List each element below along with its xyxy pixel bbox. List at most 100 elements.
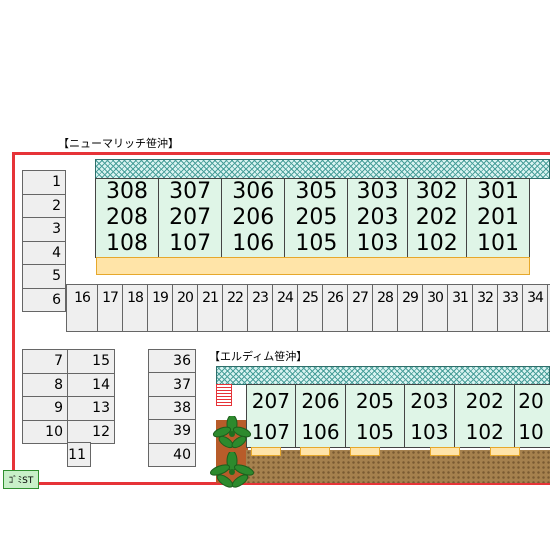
parking-stall: 3 [22,217,66,242]
parking-stall: 2 [22,193,66,218]
building-roof-new-marich [95,159,550,179]
unit-number: 106 [301,419,340,444]
parking-block-b: 15 14 13 12 [67,349,115,444]
parking-stall: 18 [122,284,148,332]
unit-number: 107 [169,231,212,256]
property-boundary [12,152,550,485]
parking-stall: 30 [422,284,448,332]
unit-number: 20 [518,388,544,413]
unit-stack: 306 206 106 [221,178,286,258]
gravel-strip [246,450,550,483]
unit-number: 301 [476,179,519,204]
parking-stall: 15 [67,349,115,374]
parking-stall: 37 [148,372,196,397]
parking-stall: 26 [322,284,348,332]
unit-number: 202 [465,388,504,413]
parking-stall: 32 [472,284,498,332]
unit-number: 308 [106,179,149,204]
parking-stall: 24 [272,284,298,332]
parking-stall: 27 [347,284,373,332]
parking-stall: 11 [67,442,91,467]
unit-number: 206 [301,388,340,413]
balcony-tab [350,447,380,456]
parking-row: 16 17 18 19 20 21 22 23 24 25 26 27 28 2… [66,284,550,332]
parking-stall: 29 [397,284,423,332]
unit-number: 103 [410,419,449,444]
unit-number: 107 [251,419,290,444]
parking-stall: 19 [147,284,173,332]
parking-stall: 38 [148,395,196,421]
parking-column-left: 1 2 3 4 5 6 [22,170,66,312]
parking-stall: 4 [22,240,66,265]
unit-number: 105 [355,419,395,444]
unit-number: 207 [251,388,290,413]
unit-number: 207 [169,205,212,230]
balcony-tab [430,447,460,456]
parking-stall: 22 [222,284,248,332]
unit-number: 10 [518,419,544,444]
unit-stack: 207 107 [246,384,296,448]
parking-stall: 33 [497,284,523,332]
parking-stall: 14 [67,372,115,397]
unit-stack: 203 103 [403,384,456,448]
parking-stall: 34 [522,284,548,332]
unit-number: 101 [476,231,519,256]
balcony-tab [251,447,281,456]
balcony-tab [300,447,330,456]
garbage-station: ｺﾞﾐST [3,470,39,489]
unit-number: 306 [232,179,275,204]
unit-number: 102 [415,231,458,256]
unit-stack: 301 201 101 [465,178,531,258]
parking-stall: 21 [197,284,223,332]
parking-stall: 9 [22,396,68,421]
parking-stall: 40 [148,442,196,468]
parking-stall: 5 [22,264,66,289]
plant-icon [210,452,254,488]
unit-stack: 202 102 [454,384,516,448]
parking-stall: 25 [297,284,323,332]
parking-stall: 36 [148,349,196,374]
parking-stall: 39 [148,419,196,444]
unit-number: 307 [169,179,212,204]
parking-stall: 35 [547,284,550,332]
unit-stack: 307 207 107 [158,178,223,258]
parking-stall: 7 [22,349,68,374]
building-roof-eldim [216,366,550,385]
unit-number: 305 [295,179,338,204]
unit-number: 303 [356,179,399,204]
parking-block-a: 7 8 9 10 [22,349,68,444]
unit-number: 105 [295,231,338,256]
unit-number: 302 [415,179,458,204]
unit-stack: 302 202 102 [406,178,467,258]
parking-stall: 28 [372,284,398,332]
building-units-eldim: 207 107 206 106 205 105 203 103 202 102 … [246,384,550,448]
unit-number: 205 [295,205,338,230]
unit-stack: 205 105 [345,384,405,448]
unit-number: 208 [106,205,149,230]
unit-number: 205 [355,388,395,413]
unit-stack: 308 208 108 [95,178,160,258]
unit-number: 203 [410,388,449,413]
unit-number: 102 [465,419,504,444]
parking-stall: 17 [97,284,123,332]
plant-icon [212,416,252,449]
building-label-eldim: 【エルディム笹沖】 [209,350,308,363]
stairs [216,384,232,406]
unit-number: 103 [356,231,399,256]
balcony-tab [490,447,520,456]
building-units-new-marich: 308 208 108 307 207 107 306 206 106 305 … [95,178,531,258]
parking-block-d: 36 37 38 39 40 [148,349,196,468]
unit-number: 201 [476,205,519,230]
parking-stall: 6 [22,287,66,312]
parking-stall: 10 [22,419,68,444]
unit-number: 108 [106,231,149,256]
parking-stall: 12 [67,419,115,444]
parking-stall: 23 [247,284,273,332]
unit-number: 202 [415,205,458,230]
building-balcony-new-marich [96,257,530,275]
parking-stall: 16 [66,284,98,332]
unit-stack: 20 10 [514,384,550,448]
unit-number: 206 [232,205,275,230]
parking-block-c: 11 [67,442,91,467]
parking-stall: 8 [22,372,68,397]
